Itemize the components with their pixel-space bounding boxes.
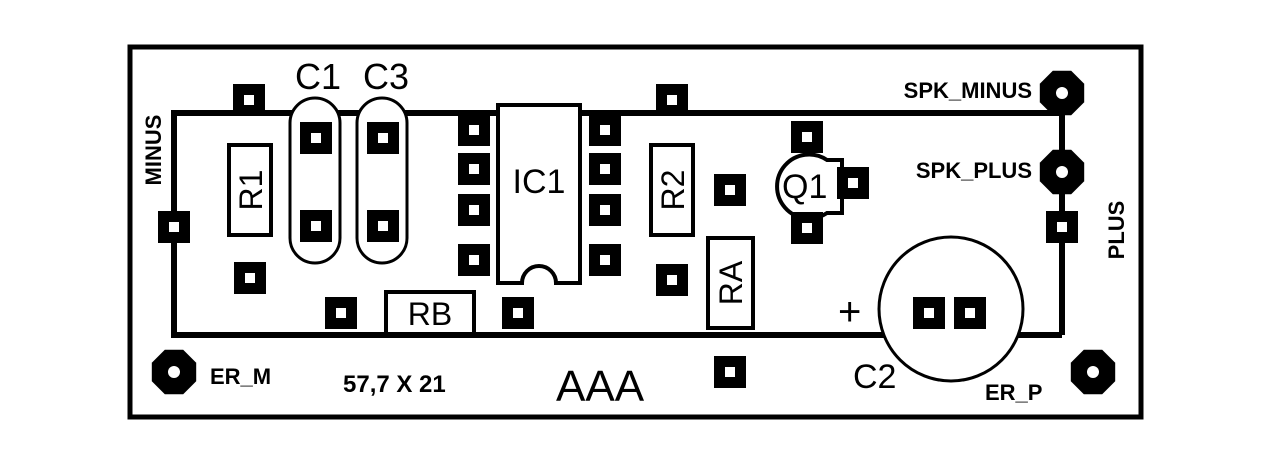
- pad-r2-top-hole: [667, 95, 677, 105]
- pad-r1-bottom-hole: [245, 273, 255, 283]
- pad-ic1-left-3-hole: [469, 205, 479, 215]
- r1-label: R1: [233, 170, 269, 211]
- pad-c2-2-hole: [965, 308, 975, 318]
- pad-rb-right-hole: [513, 308, 523, 318]
- pads: [151, 70, 1116, 395]
- c3-label: C3: [363, 56, 409, 97]
- rb-outline: [384, 290, 476, 336]
- pad-plus-hole: [1057, 222, 1067, 232]
- dimension-text: 57,7 X 21: [343, 371, 446, 398]
- pad-ic1-right-2-hole: [600, 164, 610, 174]
- er-p-label: ER_P: [985, 380, 1042, 405]
- pad-c1-1-hole: [311, 133, 321, 143]
- rb-label: RB: [408, 296, 452, 332]
- pad-ic1-left-2-hole: [469, 164, 479, 174]
- trace-minus-rail: [171, 110, 1062, 227]
- minus-label: MINUS: [141, 115, 166, 186]
- pad-er-p-hole: [1087, 366, 1099, 378]
- pad-spk-minus-hole: [1056, 87, 1068, 99]
- text-labels: MINUS PLUS SPK_MINUS SPK_PLUS ER_M ER_P …: [141, 56, 1129, 411]
- r2-outline: [649, 143, 695, 237]
- pad-ic1-left-1-hole: [469, 125, 479, 135]
- c2-outline: [877, 235, 1025, 383]
- r1-outline: [227, 143, 273, 237]
- polarity-plus: +: [838, 290, 861, 334]
- pad-q1-3-hole: [802, 223, 812, 233]
- pad-ic1-right-4-hole: [600, 255, 610, 265]
- pad-r2-bottom-hole: [667, 275, 677, 285]
- pad-spk-plus-hole: [1056, 166, 1068, 178]
- pad-q1-2-hole: [848, 178, 858, 188]
- pad-er-m-hole: [168, 366, 180, 378]
- pad-c1-2-hole: [311, 221, 321, 231]
- pad-c3-1-hole: [378, 133, 388, 143]
- pad-ra-bottom-hole: [725, 367, 735, 377]
- ic1-label: IC1: [513, 163, 566, 201]
- component-outlines: [227, 96, 1025, 383]
- board-marking: AAA: [556, 362, 645, 411]
- pad-r1-top-hole: [244, 95, 254, 105]
- plus-label: PLUS: [1104, 201, 1129, 260]
- c1-label: C1: [295, 56, 341, 97]
- pad-minus-hole: [169, 222, 179, 232]
- spk-minus-label: SPK_MINUS: [904, 78, 1032, 103]
- pad-c3-2-hole: [378, 221, 388, 231]
- pad-ic1-left-4-hole: [469, 255, 479, 265]
- pad-ic1-right-3-hole: [600, 205, 610, 215]
- pad-rb-left-hole: [336, 308, 346, 318]
- pad-ic1-right-1-hole: [600, 125, 610, 135]
- q1-label: Q1: [782, 168, 827, 206]
- board-outline: [127, 44, 1144, 420]
- pad-ra-top-hole: [725, 185, 735, 195]
- ra-label: RA: [713, 260, 749, 305]
- r2-label: R2: [655, 170, 691, 211]
- ic1-outline: [496, 103, 582, 285]
- c2-label: C2: [853, 358, 896, 396]
- ra-outline: [706, 236, 755, 330]
- spk-plus-label: SPK_PLUS: [916, 158, 1032, 183]
- er-m-label: ER_M: [210, 364, 271, 389]
- trace-bottom-rail: [171, 227, 1062, 338]
- pad-q1-1-hole: [802, 132, 812, 142]
- pad-c2-1-hole: [924, 308, 934, 318]
